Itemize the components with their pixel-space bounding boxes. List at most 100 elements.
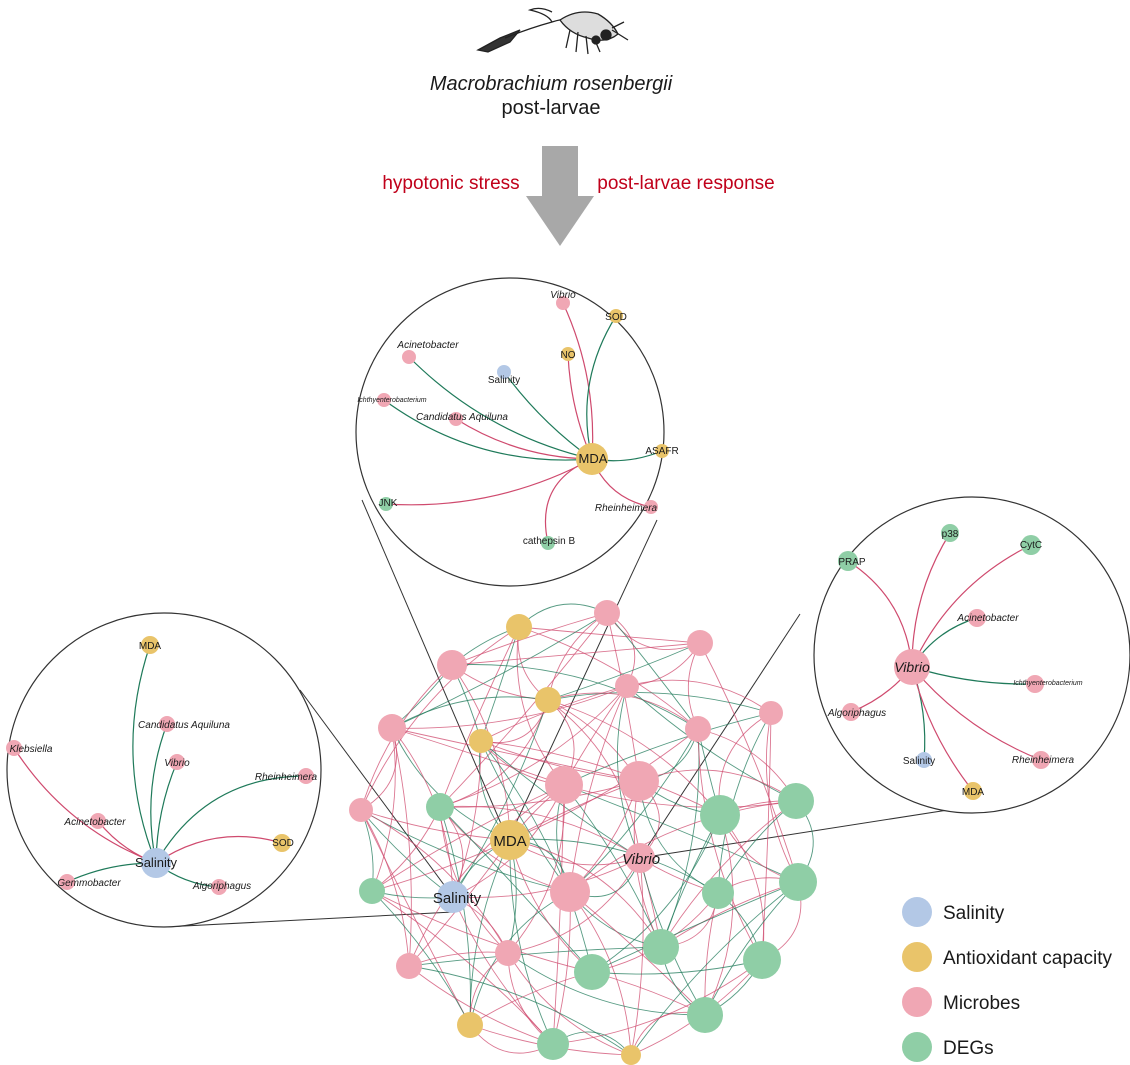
inset-edge [911, 666, 1042, 761]
inset-node [59, 874, 75, 890]
main-node [702, 877, 734, 909]
main-edge [371, 890, 471, 1026]
main-edge [547, 692, 772, 714]
inset-mda-label-sod: SOD [605, 312, 627, 323]
main-edge [591, 959, 763, 975]
inset-node [655, 444, 669, 458]
inset-mda-label-cathepsin-b: cathepsin B [523, 536, 576, 547]
inset-salinity-label-acinetobacter: Acinetobacter [63, 817, 126, 828]
main-node [437, 881, 469, 913]
inset-node [964, 782, 982, 800]
inset-edge [586, 315, 617, 460]
main-node [778, 783, 814, 819]
inset-vibrio-label-rheinheimera: Rheinheimera [1012, 755, 1075, 766]
main-edge [569, 728, 699, 893]
inset-mda-label-asafr: ASAFR [645, 446, 678, 457]
main-node [687, 630, 713, 656]
main-edge [552, 784, 565, 1045]
main-edge [480, 740, 593, 973]
legend-swatch-antioxidant [902, 942, 932, 972]
main-node [490, 820, 530, 860]
main-edge [439, 806, 593, 973]
main-node [643, 929, 679, 965]
main-node [537, 1028, 569, 1060]
inset-node [916, 752, 932, 768]
main-edge [563, 784, 799, 883]
main-edge [360, 626, 520, 811]
inset-edge [155, 835, 283, 864]
main-label-vibrio: Vibrio [622, 851, 660, 868]
main-node [506, 614, 532, 640]
main-edge [480, 626, 520, 742]
main-edge [408, 946, 662, 967]
main-edge [660, 800, 797, 948]
inset-hub-node [576, 443, 608, 475]
main-node [378, 714, 406, 742]
legend-swatch-degs [902, 1032, 932, 1062]
inset-salinity-label-candidatus-aquiluna: Candidatus Aquiluna [138, 720, 230, 731]
main-edge [509, 838, 719, 894]
main-edge [408, 965, 554, 1045]
main-node [495, 940, 521, 966]
main-edge [360, 664, 453, 811]
main-edge [591, 814, 721, 973]
response-label: post-larvae response [597, 173, 774, 194]
main-edge [451, 642, 701, 666]
inset-mda-hub-label: MDA [579, 451, 608, 466]
main-node [457, 1012, 483, 1038]
main-edge [360, 809, 509, 954]
main-edge [717, 712, 772, 894]
inset-vibrio: Vibrio p38 CytC PRAP Acinetobacter Ichth… [813, 496, 1130, 814]
inset-mda-label-salinity: Salinity [488, 375, 520, 386]
inset-edge [132, 644, 157, 864]
main-edge [697, 728, 763, 961]
main-edge [563, 712, 772, 786]
inset-edge [383, 399, 593, 461]
inset-node [402, 350, 416, 364]
main-node [625, 843, 655, 873]
inset-node [968, 609, 986, 627]
main-edge [391, 727, 565, 786]
inset-mda-label-acinetobacter: Acinetobacter [396, 340, 459, 351]
main-node [759, 701, 783, 725]
main-node [349, 798, 373, 822]
main-edge [439, 685, 628, 808]
main-edge [439, 780, 640, 808]
prawn-illustration [476, 7, 629, 55]
inset-node [379, 497, 393, 511]
main-edge [408, 965, 632, 1056]
main-edge [569, 891, 632, 1056]
inset-node [273, 834, 291, 852]
inset-salinity-label-rheinheimera: Rheinheimera [255, 772, 318, 783]
inset-mda-label-ichthyenterobacterium: Ichthyenterobacterium [357, 397, 426, 404]
main-network-nodes [349, 600, 817, 1065]
main-edge [452, 896, 554, 1045]
inset-mda-label-no: NO [561, 350, 576, 361]
inset-node [497, 365, 511, 379]
stress-arrow [526, 146, 594, 246]
main-edge [704, 892, 719, 1016]
inset-salinity-label-gemmobacter: Gemmobacter [57, 878, 121, 889]
inset-hub-node [141, 848, 171, 878]
inset-salinity-label-klebsiella: Klebsiella [10, 744, 53, 755]
main-label-salinity: Salinity [433, 890, 482, 907]
inset-vibrio-label-prap: PRAP [838, 557, 866, 568]
inset-salinity-label-sod: SOD [272, 838, 294, 849]
main-edge [547, 642, 701, 701]
main-edge [626, 679, 772, 714]
main-edge [451, 612, 608, 666]
inset-mda-label-jnk: JNK [379, 498, 398, 509]
species-name: Macrobrachium rosenbergii [430, 73, 673, 95]
legend: Salinity Antioxidant capacity Microbes D… [902, 897, 1112, 1062]
main-node [535, 687, 561, 713]
main-node [469, 729, 493, 753]
main-edge [518, 603, 608, 628]
inset-node [609, 309, 623, 323]
main-edge [518, 626, 701, 644]
main-edge [552, 891, 571, 1045]
main-node [437, 650, 467, 680]
main-edge [630, 881, 799, 1056]
inset-node [90, 813, 106, 829]
main-edge [451, 664, 699, 730]
